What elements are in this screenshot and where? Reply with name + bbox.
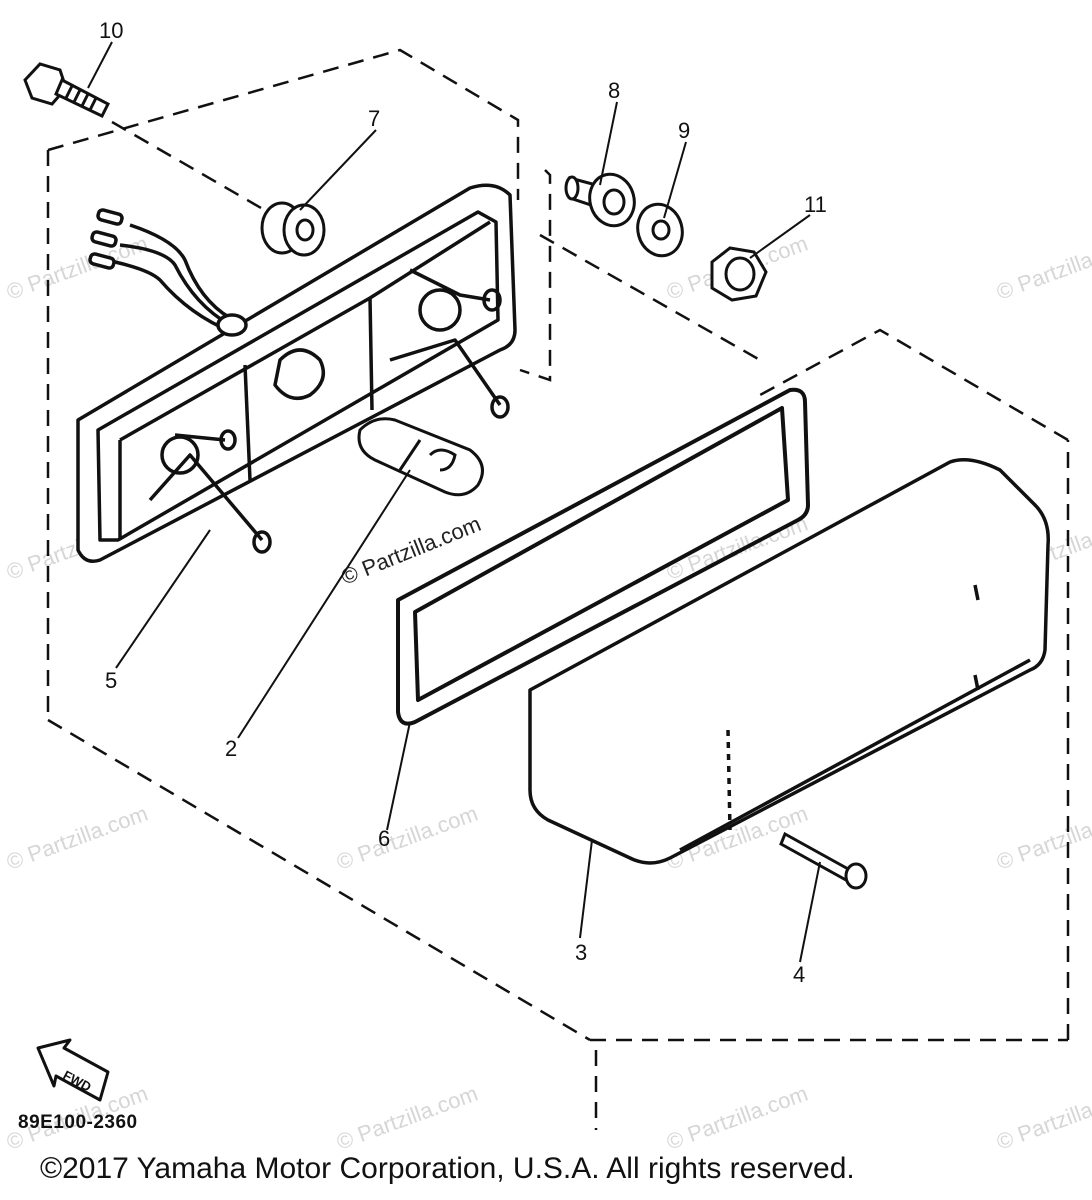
nut-11 <box>710 246 768 302</box>
watermark: © Partzilla.com <box>3 231 151 305</box>
watermark: © Partzilla.com <box>663 1081 811 1155</box>
callout-5: 5 <box>105 668 117 693</box>
callout-9: 9 <box>678 118 690 143</box>
diagram-code: 89E100-2360 <box>18 1112 138 1133</box>
callout-7: 7 <box>368 106 380 131</box>
watermark: © Partzilla.com <box>993 1081 1092 1155</box>
callout-2: 2 <box>225 736 237 761</box>
callout-labels: 10 7 8 9 11 5 2 6 3 4 <box>99 18 827 987</box>
screw-4 <box>779 831 868 890</box>
assembly-outline <box>46 48 1070 1130</box>
watermark: © Partzilla.com <box>993 231 1092 305</box>
collar-8 <box>564 172 636 228</box>
washer-9 <box>636 202 684 258</box>
tail-light-housing <box>76 183 517 563</box>
bulb-2 <box>357 417 484 497</box>
callout-8: 8 <box>608 78 620 103</box>
gasket-6 <box>396 387 810 726</box>
callout-6: 6 <box>378 826 390 851</box>
watermark: © Partzilla.com <box>993 801 1092 875</box>
callout-3: 3 <box>575 940 587 965</box>
fwd-arrow-icon: FWD <box>36 1038 110 1102</box>
watermark: © Partzilla.com <box>3 801 151 875</box>
copyright-notice: ©2017 Yamaha Motor Corporation, U.S.A. A… <box>40 1152 855 1185</box>
callout-4: 4 <box>793 962 805 987</box>
grommet-7 <box>260 201 326 257</box>
lens-3 <box>528 458 1050 865</box>
callout-11: 11 <box>804 192 827 217</box>
callout-10: 10 <box>99 18 123 43</box>
leader-lines <box>87 41 821 963</box>
bolt-10 <box>23 62 111 118</box>
watermark: © Partzilla.com <box>333 1081 481 1155</box>
watermark: © Partzilla.com <box>333 801 481 875</box>
